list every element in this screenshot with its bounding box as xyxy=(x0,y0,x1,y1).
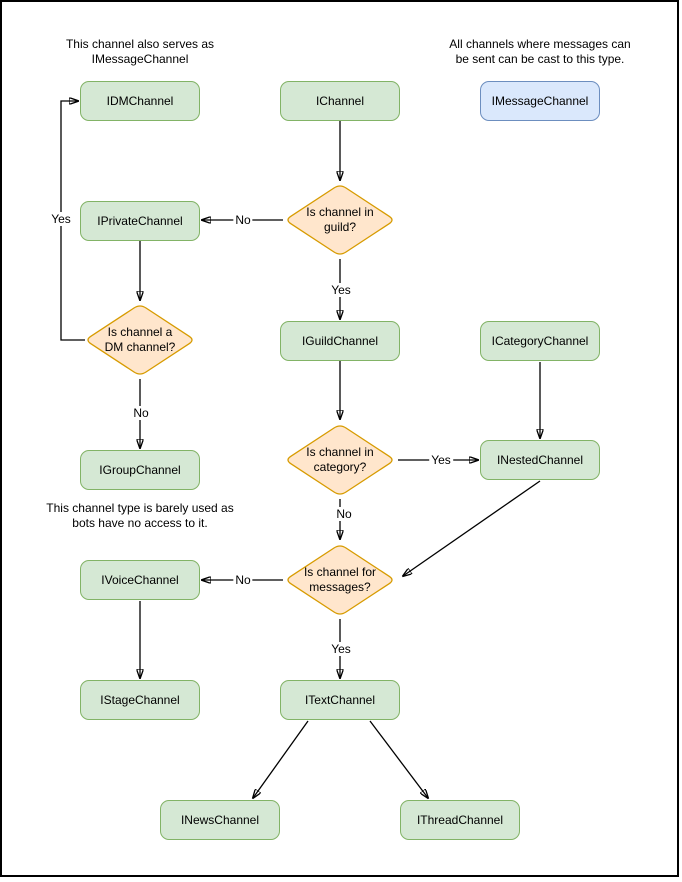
decision-is-channel-in-guild: Is channel in guild? xyxy=(283,181,397,259)
note-imessagechannel-cast: All channels where messages can be sent … xyxy=(449,37,631,66)
node-igroupchannel: IGroupChannel xyxy=(80,450,200,490)
node-istagechannel: IStageChannel xyxy=(80,680,200,720)
decision-is-channel-for-messages: Is channel for messages? xyxy=(283,541,397,619)
note-igroupchannel-barely-used: This channel type is barely used as bots… xyxy=(46,501,234,530)
node-ichannel: IChannel xyxy=(280,81,400,121)
edge-label-guild-no: No xyxy=(233,213,253,227)
node-iguildchannel: IGuildChannel xyxy=(280,321,400,361)
decision-label: Is channel in category? xyxy=(306,445,374,474)
edge-label-category-no: No xyxy=(334,507,354,521)
node-ivoicechannel: IVoiceChannel xyxy=(80,560,200,600)
edge-itextchannel-to-inewschannel xyxy=(253,720,309,798)
edge-label-messages-no: No xyxy=(233,573,253,587)
edge-label-dm-yes: Yes xyxy=(49,212,73,226)
diamond-shape xyxy=(287,425,393,495)
edge-inestedchannel-to-messages-decision xyxy=(403,480,541,576)
edge-label-category-yes: Yes xyxy=(429,453,453,467)
node-itextchannel: ITextChannel xyxy=(280,680,400,720)
node-iprivatechannel: IPrivateChannel xyxy=(80,201,200,241)
edge-label-dm-no: No xyxy=(131,406,151,420)
decision-is-channel-a-dm: Is channel a DM channel? xyxy=(83,301,197,379)
edge-label-guild-yes: Yes xyxy=(329,283,353,297)
decision-is-channel-in-category: Is channel in category? xyxy=(283,421,397,499)
decision-label: Is channel a DM channel? xyxy=(104,325,176,354)
node-icategorychannel: ICategoryChannel xyxy=(480,321,600,361)
diamond-shape xyxy=(287,185,393,255)
node-imessagechannel: IMessageChannel xyxy=(480,81,600,121)
note-idmchannel-serves: This channel also serves as IMessageChan… xyxy=(65,37,215,66)
diamond-shape xyxy=(287,545,393,615)
node-inestedchannel: INestedChannel xyxy=(480,440,600,480)
node-idmchannel: IDMChannel xyxy=(80,81,200,121)
decision-label: Is channel for messages? xyxy=(303,565,377,594)
diamond-shape xyxy=(87,305,193,375)
decision-label: Is channel in guild? xyxy=(306,205,374,234)
node-ithreadchannel: IThreadChannel xyxy=(400,800,520,840)
edge-itextchannel-to-ithreadchannel xyxy=(369,720,428,798)
edge-label-messages-yes: Yes xyxy=(329,642,353,656)
node-inewschannel: INewsChannel xyxy=(160,800,280,840)
